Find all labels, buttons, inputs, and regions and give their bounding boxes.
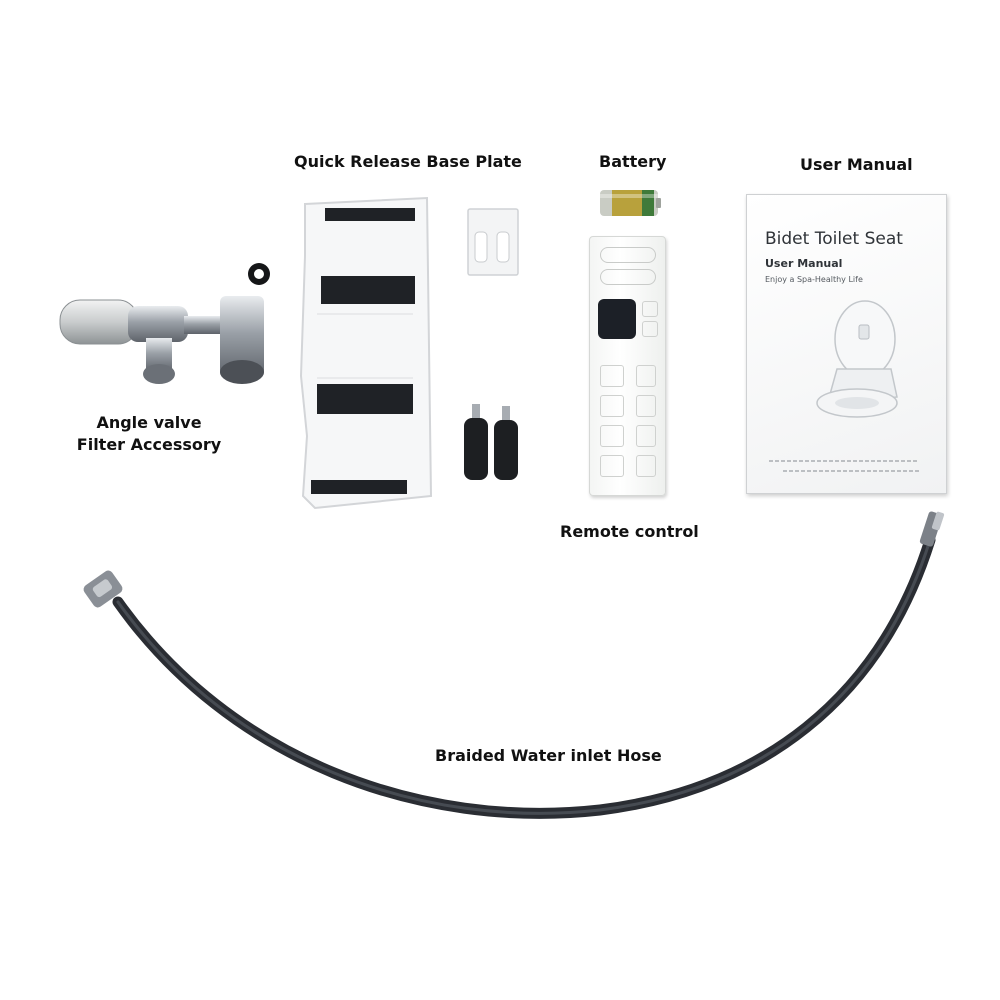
plate-tape-1 [325, 208, 415, 221]
remote-key-1 [600, 365, 624, 387]
valve-body [128, 306, 188, 342]
rubber-expansion-bolts [464, 404, 518, 480]
label-angle-valve: Angle valve Filter Accessory [74, 412, 224, 456]
hose-right-fitting [919, 511, 945, 547]
filter-cup [59, 299, 139, 345]
user-manual-booklet: Bidet Toilet Seat User Manual Enjoy a Sp… [746, 194, 947, 494]
remote-key-7 [600, 455, 624, 477]
bolt-right [494, 406, 518, 480]
manual-title: Bidet Toilet Seat [765, 229, 903, 249]
label-angle-valve-line2: Filter Accessory [76, 435, 222, 454]
label-hose: Braided Water inlet Hose [435, 746, 662, 765]
remote-side-key-1 [642, 301, 658, 317]
battery [600, 190, 661, 216]
label-user-manual: User Manual [800, 155, 913, 174]
remote-top-button-2 [600, 269, 656, 285]
label-angle-valve-line1: Angle valve [96, 413, 202, 432]
remote-control [589, 236, 666, 496]
plate-tape-3 [317, 384, 413, 414]
remote-key-2 [636, 365, 656, 387]
toilet-seat-illustration [816, 300, 898, 418]
quick-release-base-plate [299, 196, 433, 510]
manual-subtitle: User Manual [765, 257, 843, 270]
angle-valve-filter-accessory [59, 263, 270, 384]
manual-tagline: Enjoy a Spa-Healthy Life [765, 275, 863, 284]
small-mounting-plate [467, 208, 519, 276]
plate-tape-4 [311, 480, 407, 494]
label-battery: Battery [599, 152, 667, 171]
manual-footnote-lines [769, 460, 919, 472]
hose-left-nut [83, 570, 123, 608]
remote-key-4 [636, 395, 656, 417]
plate-tape-2 [321, 276, 415, 304]
remote-key-3 [600, 395, 624, 417]
remote-key-6 [636, 425, 656, 447]
remote-key-5 [600, 425, 624, 447]
remote-key-8 [636, 455, 656, 477]
label-remote-control: Remote control [560, 522, 699, 541]
remote-display-screen [598, 299, 636, 339]
remote-side-key-2 [642, 321, 658, 337]
label-base-plate: Quick Release Base Plate [294, 152, 522, 171]
remote-top-button-1 [600, 247, 656, 263]
tee-connector [220, 296, 264, 378]
bolt-left [464, 404, 488, 480]
